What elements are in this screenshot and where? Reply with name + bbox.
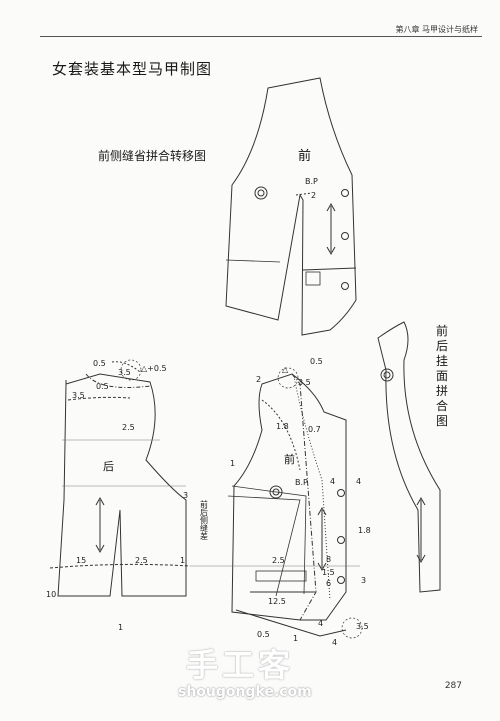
front-m-2: 2: [256, 375, 261, 384]
front-seam-note: 前后侧缝差: [200, 499, 209, 540]
watermark-url: shougongke.com: [178, 684, 312, 700]
front-m-6: 6: [326, 579, 331, 588]
subtitle-dart-transfer: 前侧缝省拼合转移图: [98, 149, 207, 163]
back-m-35b: 3.5: [72, 391, 85, 400]
back-m-35a: 3.5: [118, 368, 131, 377]
front-m-07: 0.7: [308, 425, 321, 434]
top-front-label: 前: [298, 148, 311, 164]
back-m-05b: 0.5: [96, 382, 109, 391]
back-m-05a: 0.5: [93, 359, 106, 368]
front-m-4d: 4: [332, 638, 337, 647]
front-m-3: 3: [361, 576, 366, 585]
front-m-8: 8: [326, 555, 331, 564]
page-title: 女套装基本型马甲制图: [52, 60, 213, 78]
front-m-bp: B.P: [295, 478, 308, 487]
front-m-1b: 1: [293, 634, 298, 643]
watermark-logo: 手工客: [186, 646, 295, 684]
top-front-num: 2: [311, 191, 316, 200]
front-m-18a: 1.8: [276, 422, 289, 431]
front-m-25: 2.5: [272, 556, 285, 565]
back-piece: [49, 361, 191, 597]
front-m-125: 12.5: [268, 597, 286, 606]
front-m-4b: 4: [356, 477, 361, 486]
back-m-15: 15: [76, 556, 86, 565]
chapter-header: 第八章 马甲设计与纸样: [395, 25, 478, 34]
front-m-35: 3.5: [298, 378, 311, 387]
back-m-3: 3: [183, 491, 188, 500]
back-m-25b: 2.5: [135, 556, 148, 565]
back-label: 后: [103, 460, 114, 473]
front-m-15: 1.5: [322, 568, 335, 577]
facing-caption: 前后挂面拼合图: [436, 324, 449, 428]
front-m-1: 1: [230, 459, 235, 468]
back-m-delta: △+0.5: [141, 364, 167, 373]
top-front-piece: [225, 77, 357, 336]
front-m-18b: 1.8: [358, 526, 371, 535]
front-piece: [190, 373, 360, 637]
facing-piece: [377, 321, 441, 593]
front-m-35b: 3.5: [356, 622, 369, 631]
page-number: 287: [444, 681, 462, 691]
back-m-10: 10: [46, 590, 56, 599]
front-m-05: 0.5: [310, 357, 323, 366]
back-m-1b: 1: [118, 623, 123, 632]
header-rule: [40, 36, 482, 37]
front-m-05b: 0.5: [257, 630, 270, 639]
back-m-25: 2.5: [122, 423, 135, 432]
back-m-1: 1: [180, 556, 185, 565]
front-m-delta: △: [282, 365, 289, 374]
front-m-4c: 4: [318, 619, 323, 628]
front-m-4a: 4: [330, 477, 335, 486]
front-label: 前: [284, 452, 295, 466]
top-front-bp: B.P: [305, 177, 318, 186]
